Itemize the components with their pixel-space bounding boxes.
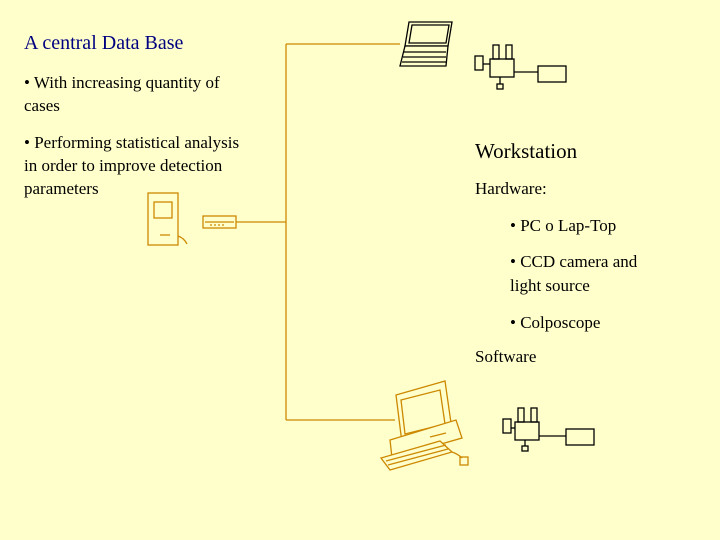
hardware-label: Hardware:: [475, 179, 547, 198]
bullet-statistical-line2: in order to improve detection: [24, 156, 223, 175]
bullet-increasing-cases-line1: • With increasing quantity of: [24, 73, 220, 92]
hardware-item-ccd-line1: • CCD camera and: [510, 252, 638, 271]
light-source-icon: [565, 428, 595, 446]
desktop-computer-icon: [379, 380, 463, 471]
hardware-item-pc: • PC o Lap-Top: [510, 216, 617, 235]
hardware-item-colposcope: • Colposcope: [510, 313, 601, 332]
bullet-statistical-line3: parameters: [24, 179, 99, 198]
bullet-statistical-line1: • Performing statistical analysis: [24, 133, 240, 152]
server-computer-icon: [147, 192, 188, 246]
mouse-icon: [451, 451, 469, 466]
connection-lines: [236, 43, 400, 421]
light-source-icon: [537, 65, 567, 83]
workstation-title: Workstation: [475, 139, 578, 163]
camera-icon: [474, 44, 538, 90]
slide-title: A central Data Base: [24, 32, 184, 54]
camera-icon: [502, 407, 566, 452]
modem-icon: [202, 215, 237, 229]
hardware-item-ccd-line2: light source: [510, 276, 590, 295]
bullet-increasing-cases-line2: cases: [24, 96, 60, 115]
laptop-icon: [399, 21, 453, 67]
software-label: Software: [475, 347, 537, 366]
